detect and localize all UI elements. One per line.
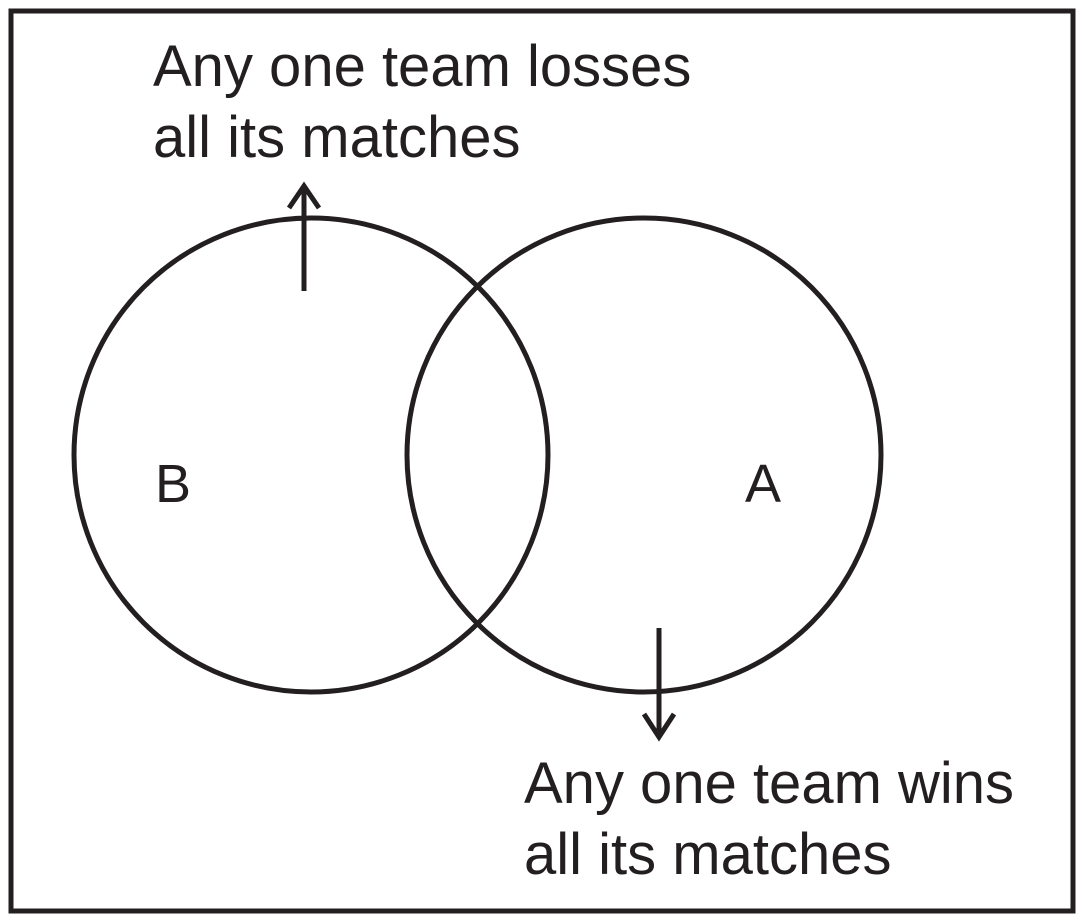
top-annotation-line-1: Any one team losses: [153, 34, 691, 99]
universal-set-frame: [8, 8, 1076, 914]
bottom-annotation-line-1: Any one team wins: [524, 751, 1014, 816]
down-arrow-head: [641, 712, 677, 742]
up-arrow: [286, 181, 322, 291]
up-arrow-head: [286, 181, 322, 210]
set-b-label: B: [155, 454, 191, 514]
set-a-circle: [404, 215, 884, 695]
top-annotation-line-2: all its matches: [153, 105, 520, 170]
set-b-circle: [71, 215, 551, 695]
bottom-annotation-line-2: all its matches: [524, 822, 891, 887]
set-a-label: A: [745, 454, 781, 514]
down-arrow: [641, 628, 677, 742]
